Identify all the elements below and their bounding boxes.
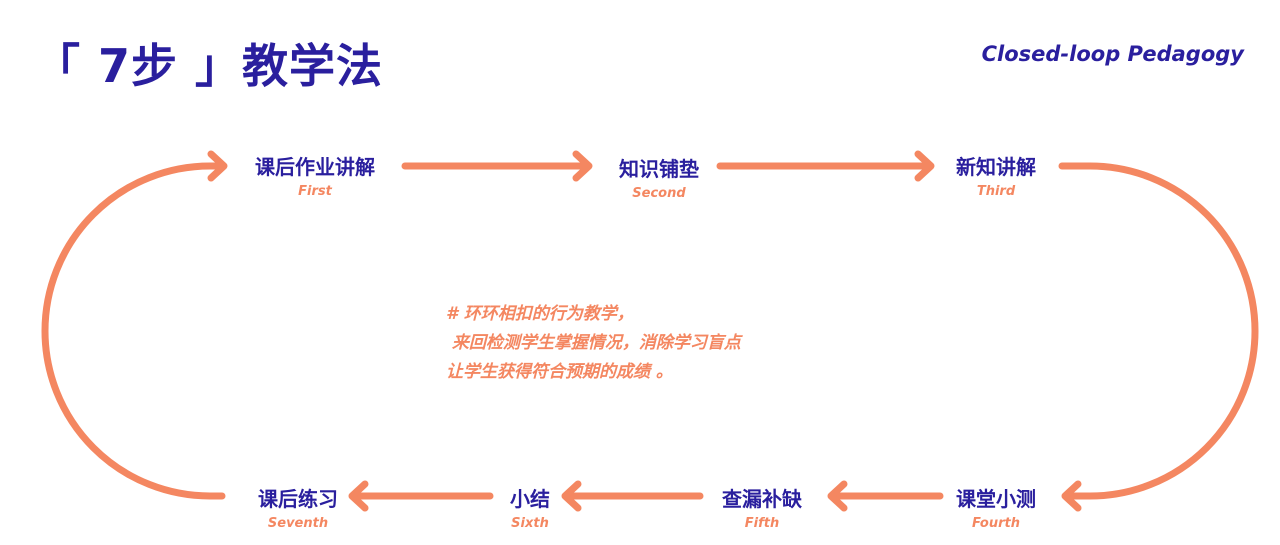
description-line: # 环环相扣的行为教学， [446, 304, 634, 324]
step-sixth: 小结 Sixth [440, 487, 620, 532]
arrow-sixth-to-seventh [348, 480, 494, 512]
step-label: 课堂小测 [956, 487, 1036, 511]
step-label: 知识铺垫 [619, 157, 699, 181]
step-ordinal: Fifth [744, 516, 780, 531]
arrow-fifth-to-sixth [561, 480, 704, 512]
step-fifth: 查漏补缺 Fifth [672, 487, 852, 532]
page-title: 「 7步 」教学法 [34, 39, 384, 93]
step-third: 新知讲解 Third [906, 155, 1086, 200]
step-first: 课后作业讲解 First [225, 155, 405, 200]
description-line: 来回检测学生掌握情况，消除学习盲点 [446, 333, 741, 353]
arrow-third-to-fourth [1058, 162, 1259, 512]
method-description: # 环环相扣的行为教学， 来回检测学生掌握情况，消除学习盲点 让学生获得符合预期… [446, 300, 866, 387]
step-ordinal: Second [632, 186, 686, 201]
step-label: 新知讲解 [956, 155, 1036, 179]
arrow-second-to-third [716, 150, 935, 182]
step-second: 知识铺垫 Second [569, 157, 749, 202]
step-ordinal: First [298, 184, 332, 199]
arrow-first-to-second [401, 150, 593, 182]
step-label: 小结 [510, 487, 550, 511]
page-subtitle: Closed-loop Pedagogy [981, 42, 1244, 66]
description-line: 让学生获得符合预期的成绩 。 [446, 362, 673, 382]
step-label: 课后作业讲解 [255, 155, 375, 179]
step-fourth: 课堂小测 Fourth [906, 487, 1086, 532]
arrow-seventh-to-first [41, 150, 228, 500]
step-ordinal: Seventh [267, 516, 329, 531]
step-seventh: 课后练习 Seventh [208, 487, 388, 532]
step-label: 课后练习 [258, 487, 338, 511]
step-label: 查漏补缺 [722, 487, 802, 511]
step-ordinal: Fourth [972, 516, 1020, 531]
step-ordinal: Third [976, 184, 1016, 199]
arrow-fourth-to-fifth [827, 480, 944, 512]
step-ordinal: Sixth [511, 516, 549, 531]
